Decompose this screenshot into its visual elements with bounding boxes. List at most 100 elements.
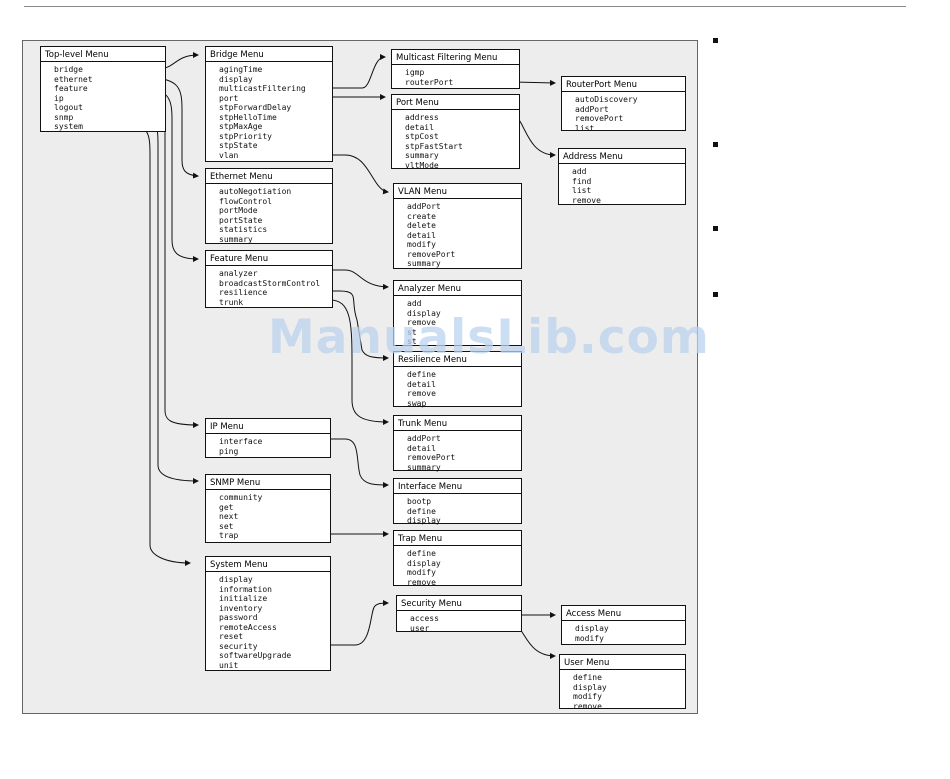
menu-item: stpFastStart	[405, 141, 463, 151]
menu-items: define display modify remove	[560, 670, 685, 711]
menu-item: find	[572, 176, 592, 186]
menu-item: multicastFiltering	[219, 84, 306, 93]
menu-item: define	[407, 370, 436, 379]
menu-items: define display modify remove	[394, 546, 521, 587]
menu-item: removePort	[407, 453, 456, 462]
menu-item: trunk	[219, 297, 244, 307]
menu-item: removePort	[575, 114, 624, 123]
menu-item: reset	[219, 632, 244, 641]
menu-title: Trunk Menu	[394, 416, 521, 431]
menu-title: Security Menu	[397, 596, 521, 611]
menu-item: remove	[573, 701, 602, 711]
menu-item: igmp	[405, 68, 425, 77]
menu-item: define	[573, 673, 602, 682]
menu-item: remove	[407, 577, 436, 587]
menu-items: community get next set trap	[206, 490, 330, 541]
menu-item: access	[410, 614, 439, 623]
menu-item: st	[407, 327, 417, 337]
menu-item: interface	[219, 437, 263, 446]
link-resilience	[285, 290, 389, 361]
menu-item: set	[219, 521, 234, 531]
menu-item: display	[575, 624, 609, 633]
menu-item-feature: feature	[54, 84, 88, 93]
menu-item: bootp	[407, 497, 432, 506]
menu-item: next	[219, 512, 239, 521]
menu-item: define	[407, 549, 436, 558]
menu-item: stpCost	[405, 132, 439, 141]
link-system	[100, 124, 191, 566]
menu-item: define	[407, 506, 436, 516]
menu-item: addPort	[575, 104, 609, 114]
menu-title: User Menu	[560, 655, 685, 670]
bullet-icon	[713, 226, 718, 231]
menu-items: addPort create delete detail modify remo…	[394, 199, 521, 269]
menu-item: display	[219, 74, 253, 84]
menu-item: agingTime	[219, 65, 263, 74]
menu-item: add	[572, 167, 587, 176]
bullet-icon	[713, 142, 718, 147]
menu-item: trap	[219, 531, 239, 540]
menu-items: access user	[397, 611, 521, 633]
ip-menu: IP Menu interface ping	[205, 418, 331, 458]
menu-item: community	[219, 493, 263, 502]
menu-item: routerPort	[405, 77, 454, 87]
analyzer-menu: Analyzer Menu add display remove st st	[393, 280, 522, 346]
menu-title: Port Menu	[392, 95, 519, 110]
menu-items: igmp routerPort	[392, 65, 519, 87]
menu-item: ping	[219, 446, 239, 456]
menu-items: display modify	[562, 621, 685, 643]
menu-item: statistics	[219, 225, 268, 234]
address-menu: Address Menu add find list remove	[558, 148, 686, 205]
menu-item-bridge: bridge	[54, 65, 83, 74]
menu-items: address detail stpCost stpFastStart summ…	[392, 110, 519, 170]
menu-title: Trap Menu	[394, 531, 521, 546]
menu-items: autoNegotiation flowControl portMode por…	[206, 184, 332, 244]
menu-item: addPort	[407, 434, 441, 443]
menu-item: stpForwardDelay	[219, 103, 292, 112]
menu-title: RouterPort Menu	[562, 77, 685, 92]
menu-item: summary	[407, 259, 441, 268]
bullet-icon	[713, 38, 718, 43]
access-menu: Access Menu display modify	[561, 605, 686, 645]
menu-item: detail	[407, 443, 436, 453]
menu-item: address	[405, 113, 439, 122]
menu-item: list	[575, 123, 595, 133]
menu-title: SNMP Menu	[206, 475, 330, 490]
menu-items: add find list remove	[559, 164, 685, 205]
menu-title: IP Menu	[206, 419, 330, 434]
link-snmp	[100, 115, 199, 484]
menu-item: display	[573, 682, 607, 692]
menu-items: interface ping	[206, 434, 330, 456]
link-interface	[272, 438, 389, 488]
bullet-icon	[713, 292, 718, 297]
menu-item: summary	[219, 234, 253, 244]
menu-item: detail	[407, 379, 436, 389]
menu-item: flowControl	[219, 196, 272, 206]
link-vlan	[250, 154, 389, 195]
menu-item: autoNegotiation	[219, 187, 292, 196]
menu-item: summary	[405, 151, 439, 160]
system-menu: System Menu display information initiali…	[205, 556, 331, 671]
menu-item: security	[219, 641, 258, 651]
menu-item: information	[219, 584, 272, 594]
menu-item: detail	[405, 122, 434, 132]
multicast-filtering-menu: Multicast Filtering Menu igmp routerPort	[391, 49, 520, 89]
link-mcast	[323, 54, 386, 89]
menu-item: stpPriority	[219, 131, 272, 141]
menu-title: VLAN Menu	[394, 184, 521, 199]
snmp-menu: SNMP Menu community get next set trap	[205, 474, 331, 543]
menu-item: removePort	[407, 249, 456, 259]
menu-item: stpMaxAge	[219, 122, 263, 131]
menu-title: Multicast Filtering Menu	[392, 50, 519, 65]
menu-item-ethernet: ethernet	[54, 74, 93, 84]
menu-items: bridge ethernet feature ip logout snmp s…	[41, 62, 165, 132]
menu-item: swap	[407, 398, 427, 408]
menu-item: vltMode	[405, 160, 439, 170]
trunk-menu: Trunk Menu addPort detail removePort sum…	[393, 415, 522, 472]
menu-item: modify	[407, 568, 436, 577]
menu-items: define detail remove swap	[394, 367, 521, 408]
menu-item: display	[407, 308, 441, 318]
menu-items: display information initialize inventory…	[206, 572, 330, 670]
menu-item: list	[572, 186, 592, 195]
security-menu: Security Menu access user	[396, 595, 522, 633]
